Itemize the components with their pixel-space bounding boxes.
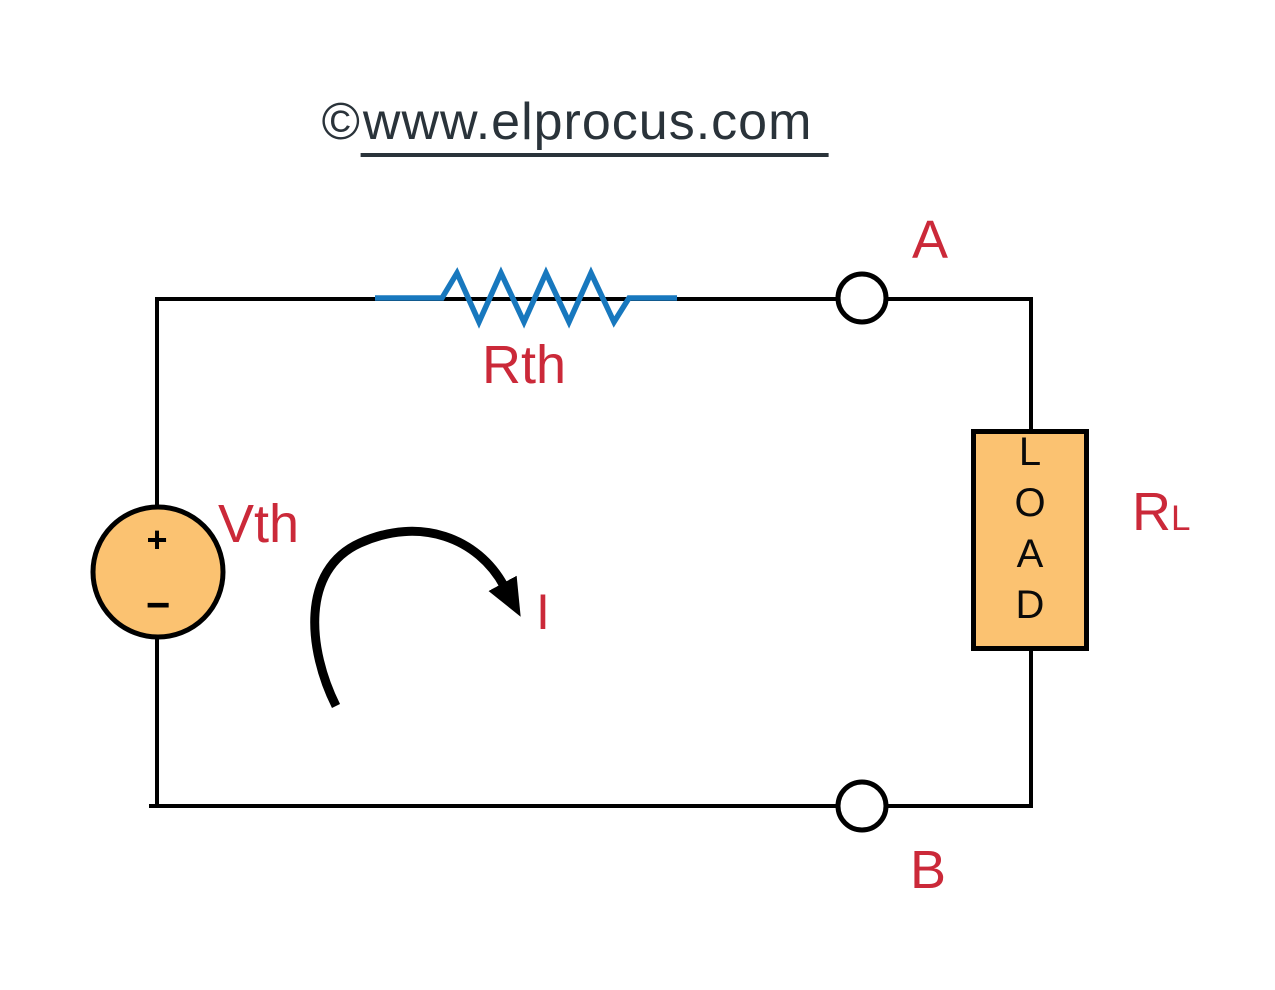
watermark: ©www.elprocus.com bbox=[322, 96, 829, 157]
label-vth: Vth bbox=[218, 494, 300, 554]
voltage-source-circle bbox=[90, 504, 226, 640]
label-load-resistance-main: R bbox=[1132, 482, 1171, 542]
source-plus-sign: + bbox=[146, 519, 168, 560]
resistor-zigzag bbox=[375, 266, 677, 329]
wire-bottom-right bbox=[886, 649, 1033, 808]
load-box bbox=[971, 429, 1089, 651]
wire-top-left bbox=[155, 297, 838, 507]
label-load-resistance: RL bbox=[1132, 485, 1190, 539]
load-letter: A bbox=[1016, 532, 1044, 576]
terminal-b-circle bbox=[835, 779, 889, 833]
label-terminal-b: B bbox=[909, 840, 947, 900]
load-letter: O bbox=[1014, 481, 1046, 525]
load-letter: L bbox=[1018, 430, 1042, 474]
current-arrow bbox=[310, 526, 521, 709]
terminal-a-circle bbox=[835, 271, 889, 325]
source-minus-sign: − bbox=[145, 581, 171, 628]
label-current: I bbox=[536, 584, 550, 640]
load-label: L O A D bbox=[1014, 427, 1045, 631]
load-letter: D bbox=[1015, 583, 1045, 627]
wire-top-right bbox=[886, 297, 1033, 431]
watermark-url: www.elprocus.com bbox=[360, 96, 829, 157]
watermark-copyright-symbol: © bbox=[321, 93, 361, 151]
label-rth: Rth bbox=[481, 335, 567, 395]
label-load-resistance-subscript: L bbox=[1171, 499, 1191, 538]
label-terminal-a: A bbox=[911, 210, 949, 270]
